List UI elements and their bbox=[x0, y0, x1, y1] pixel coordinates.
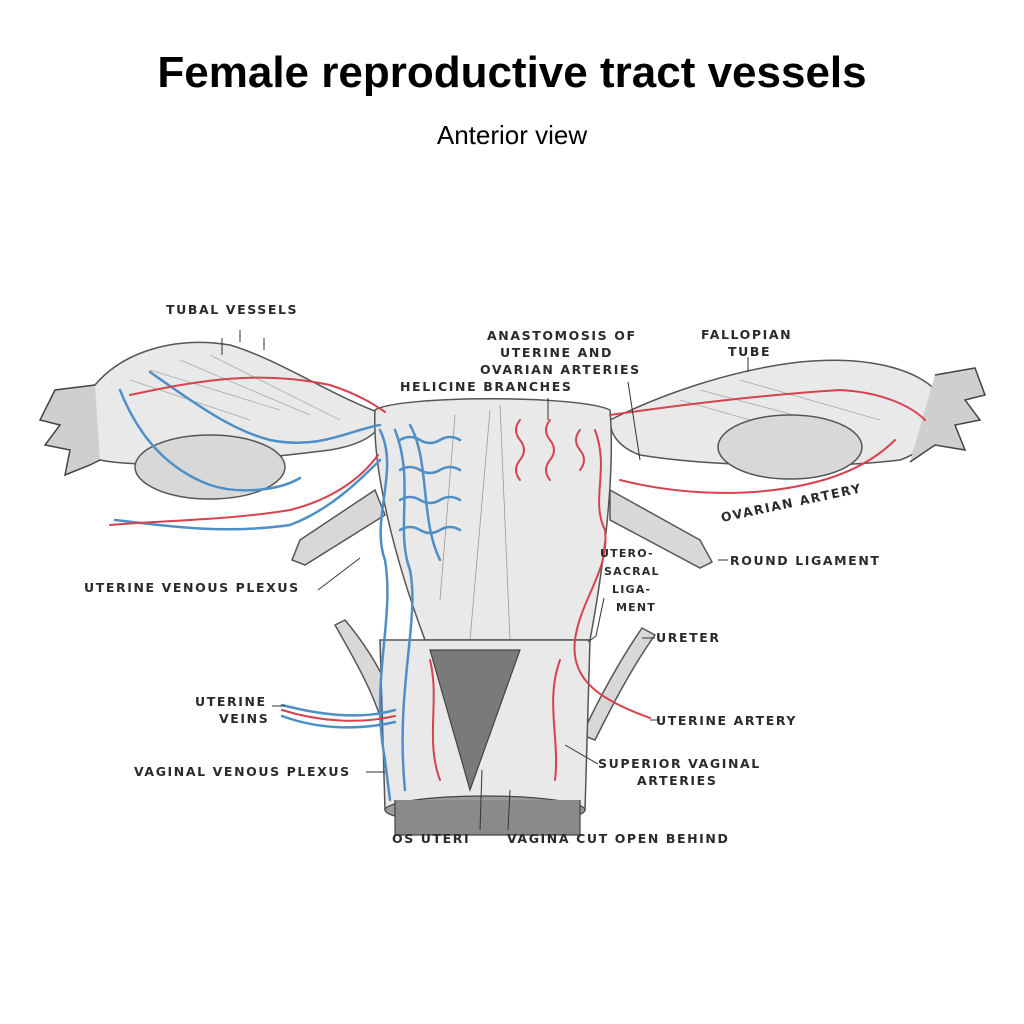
label-superior-vaginal-line1: SUPERIOR VAGINAL bbox=[598, 756, 761, 771]
page-title: Female reproductive tract vessels bbox=[157, 48, 867, 97]
label-uterine-veins-line1: UTERINE bbox=[195, 694, 267, 709]
label-anastomosis-line3: OVARIAN ARTERIES bbox=[480, 362, 641, 377]
label-fallopian-line2: TUBE bbox=[728, 344, 771, 359]
uterus bbox=[373, 398, 613, 641]
label-fallopian-line1: FALLOPIAN bbox=[701, 327, 792, 342]
label-anastomosis-line2: UTERINE AND bbox=[500, 345, 613, 360]
label-anastomosis-line1: ANASTOMOSIS OF bbox=[487, 328, 637, 343]
arteries bbox=[109, 376, 926, 781]
label-uterosacral-line4: MENT bbox=[616, 601, 656, 614]
leader-lines bbox=[221, 330, 749, 831]
label-uterosacral-line2: SACRAL bbox=[604, 565, 660, 578]
label-uterosacral-line1: UTERO- bbox=[600, 547, 654, 560]
right-ureter bbox=[580, 627, 657, 741]
vagina bbox=[379, 639, 591, 836]
label-os-uteri: OS UTERI bbox=[392, 831, 470, 846]
left-round-ligament bbox=[291, 488, 386, 566]
left-ovary bbox=[134, 434, 286, 500]
label-uterine-artery: UTERINE ARTERY bbox=[656, 713, 797, 728]
label-ureter: URETER bbox=[656, 630, 721, 645]
label-uterine-venous-plexus: UTERINE VENOUS PLEXUS bbox=[84, 580, 300, 595]
veins bbox=[113, 370, 462, 802]
left-fimbriae bbox=[38, 384, 101, 477]
label-vaginal-venous-plexus: VAGINAL VENOUS PLEXUS bbox=[134, 764, 351, 779]
label-helicine-branches: HELICINE BRANCHES bbox=[400, 379, 572, 394]
label-superior-vaginal-line2: ARTERIES bbox=[637, 773, 717, 788]
label-tubal-vessels: TUBAL VESSELS bbox=[166, 302, 298, 317]
label-uterosacral-line3: LIGA- bbox=[612, 583, 651, 596]
label-vagina-cut-open: VAGINA CUT OPEN BEHIND bbox=[507, 831, 729, 846]
label-round-ligament: ROUND LIGAMENT bbox=[730, 553, 881, 568]
label-uterine-veins-line2: VEINS bbox=[219, 711, 269, 726]
right-round-ligament bbox=[609, 488, 714, 569]
right-fimbriae bbox=[909, 367, 986, 463]
page-subtitle: Anterior view bbox=[436, 120, 588, 150]
right-ovary bbox=[717, 414, 863, 480]
